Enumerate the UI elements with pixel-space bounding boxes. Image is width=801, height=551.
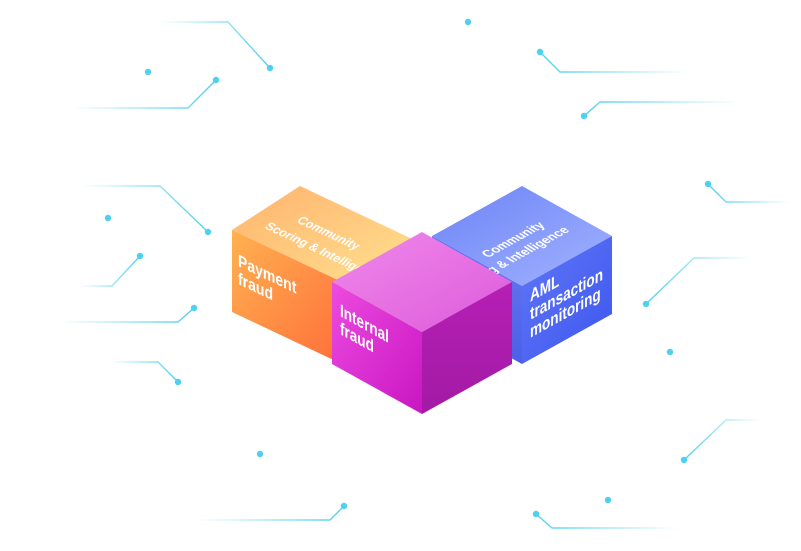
circuit-line bbox=[532, 510, 680, 529]
circuit-line bbox=[704, 180, 790, 203]
circuit-line bbox=[80, 252, 144, 287]
circuit-line bbox=[464, 18, 620, 26]
cube-internal-fraud: Internal fraud bbox=[332, 232, 512, 414]
cube-left-face bbox=[332, 282, 422, 414]
circuit-line bbox=[604, 496, 720, 504]
circuit-line bbox=[70, 76, 220, 109]
circuit-line bbox=[60, 304, 198, 323]
circuit-lines bbox=[40, 18, 790, 529]
circuit-line bbox=[100, 450, 264, 458]
circuit-line bbox=[70, 68, 152, 76]
cube-top-face bbox=[232, 186, 410, 282]
circuit-line bbox=[40, 214, 112, 222]
cube-right-face bbox=[422, 282, 512, 414]
circuit-line bbox=[642, 257, 750, 308]
cube-front-face bbox=[232, 230, 342, 364]
circuit-line bbox=[580, 101, 740, 120]
circuit-line bbox=[160, 21, 274, 72]
circuit-line bbox=[680, 419, 760, 464]
circuit-line bbox=[666, 348, 780, 356]
circuit-line bbox=[536, 48, 690, 73]
circuit-line bbox=[80, 185, 212, 236]
circuit-line bbox=[196, 502, 348, 521]
cube-front-face bbox=[522, 236, 612, 364]
circuit-line bbox=[110, 361, 182, 386]
